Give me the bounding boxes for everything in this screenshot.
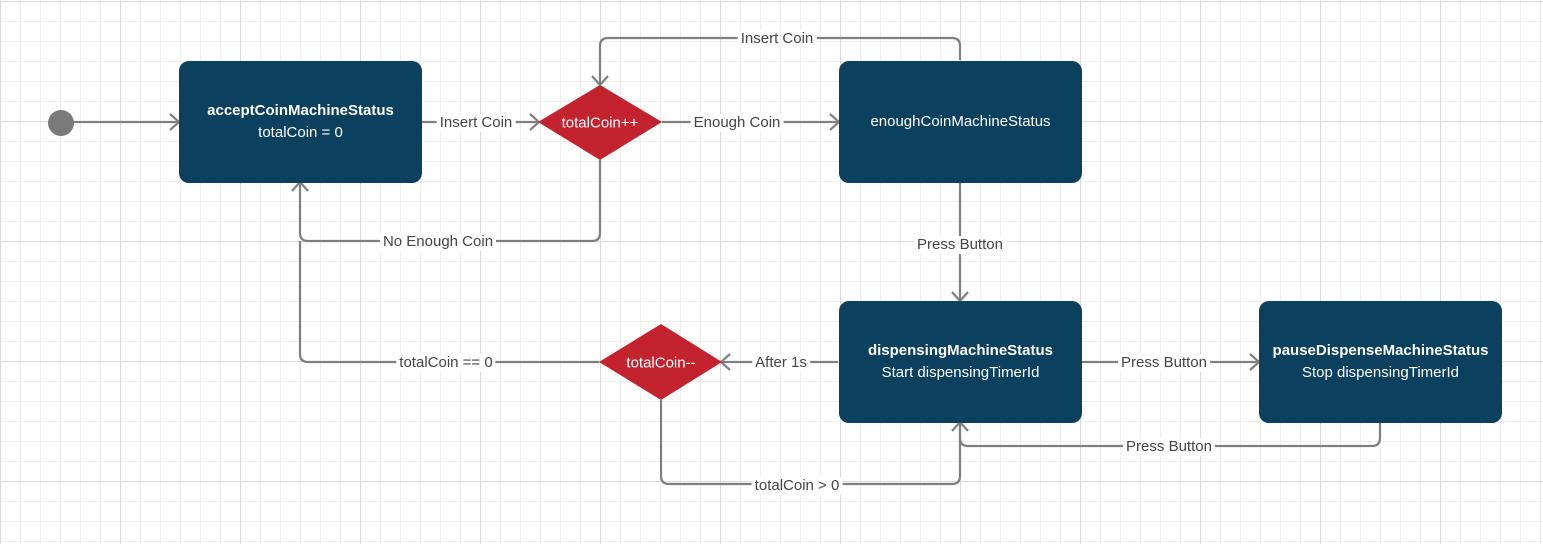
- initial-state-node[interactable]: [48, 110, 74, 136]
- decision-increment-shape: [538, 85, 662, 160]
- state-detail: Stop dispensingTimerId: [1301, 364, 1460, 381]
- state-name: dispensingMachineStatus: [867, 342, 1054, 359]
- edge-decrement-total-zero: [298, 241, 599, 364]
- edge-label-after-1s: After 1s: [752, 354, 810, 372]
- decision-decrement-shape: [599, 324, 722, 400]
- state-detail: Start dispensingTimerId: [881, 364, 1040, 381]
- decision-decrement-label[interactable]: totalCoin--: [626, 354, 696, 372]
- edge-label-total-zero: totalCoin == 0: [396, 354, 496, 372]
- state-pause-dispense[interactable]: pauseDispenseMachineStatus Stop dispensi…: [1259, 301, 1502, 423]
- edge-label-enough-coin: Enough Coin: [690, 114, 784, 132]
- edge-label-insert-coin: Insert Coin: [436, 114, 516, 132]
- state-name: pauseDispenseMachineStatus: [1272, 342, 1489, 359]
- edge-label-press-button: Press Button: [1123, 438, 1215, 456]
- state-dispensing[interactable]: dispensingMachineStatus Start dispensing…: [839, 301, 1082, 423]
- edge-label-total-positive: totalCoin > 0: [751, 477, 843, 495]
- edge-label-insert-coin: Insert Coin: [737, 30, 817, 48]
- edge-label-press-button: Press Button: [1118, 354, 1210, 372]
- state-name: enoughCoinMachineStatus: [870, 113, 1051, 130]
- state-detail: totalCoin = 0: [258, 124, 343, 141]
- edge-label-no-enough-coin: No Enough Coin: [379, 233, 497, 251]
- state-enough-coin[interactable]: enoughCoinMachineStatus: [839, 61, 1082, 183]
- decision-increment-label[interactable]: totalCoin++: [561, 114, 639, 132]
- state-accept-coin[interactable]: acceptCoinMachineStatus totalCoin = 0: [179, 61, 422, 183]
- edge-label-press-button: Press Button: [914, 236, 1006, 254]
- state-name: acceptCoinMachineStatus: [207, 102, 394, 119]
